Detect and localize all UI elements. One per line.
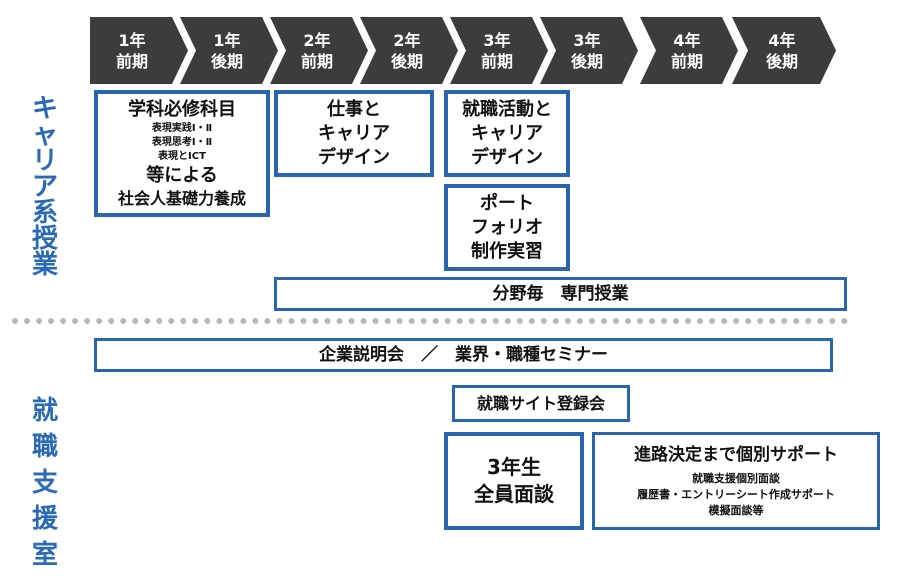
timeline-step-5: 3年前期 [450, 17, 548, 84]
individual-support-box: 進路決定まで個別サポート 就職支援個別面談 履歴書・エントリーシート作成サポート… [592, 432, 880, 530]
timeline-year: 3年 [483, 30, 511, 50]
timeline-step-1: 1年前期 [90, 17, 188, 84]
timeline-year: 1年 [118, 30, 146, 50]
individual-support-title: 進路決定まで個別サポート [634, 445, 838, 465]
section-char: 業 [32, 250, 59, 280]
timeline-step-7: 4年前期 [640, 17, 738, 84]
chevron-shape [360, 17, 458, 84]
subject-item: 表現実践Ⅰ・Ⅱ [151, 122, 213, 134]
chevron-shape [90, 17, 188, 84]
timeline-year: 4年 [768, 30, 796, 50]
timeline-step-3: 2年前期 [270, 17, 368, 84]
timeline-term: 後期 [210, 51, 243, 71]
box-line: 全員面談 [474, 482, 554, 506]
section-char: ア [32, 172, 59, 202]
box-line: キャリア [318, 122, 390, 144]
required-courses-goal: 社会人基礎力養成 [117, 188, 246, 208]
section-char: 就 [32, 396, 59, 426]
job-site-registration-box: 就職サイト登録会 [452, 385, 630, 422]
timeline-term: 前期 [480, 51, 513, 71]
box-line: 3年生 [487, 455, 541, 479]
chevron-shape [732, 17, 836, 84]
box-line: 仕事と [327, 98, 381, 120]
timeline-step-2: 1年後期 [180, 17, 278, 84]
section-label-career: キ ャ リ ア 系 授 業 [32, 96, 58, 278]
support-item: 模擬面談等 [708, 504, 764, 517]
chevron-shape [270, 17, 368, 84]
chevron-shape [450, 17, 548, 84]
timeline-step-8: 4年後期 [732, 17, 836, 84]
timeline-term: 後期 [390, 51, 423, 71]
section-divider [12, 318, 848, 324]
box-line: ポート [480, 192, 534, 214]
required-courses-tail: 等による [146, 164, 218, 186]
box-label: 分野毎 専門授業 [492, 284, 629, 304]
section-char: 系 [32, 198, 59, 228]
section-char: 援 [32, 504, 59, 534]
timeline-year: 1年 [213, 30, 241, 50]
subject-item: 表現思考Ⅰ・Ⅱ [151, 136, 213, 148]
company-seminar-box: 企業説明会 ／ 業界・職種セミナー [94, 338, 833, 372]
box-label: 企業説明会 ／ 業界・職種セミナー [319, 345, 608, 365]
subject-item: 表現とICT [158, 150, 206, 162]
timeline-term: 後期 [765, 51, 798, 71]
term-timeline: 1年前期 1年後期 2年前期 2年後期 3年前期 3年後期 4年前期 4年後期 [0, 0, 900, 90]
timeline-year: 2年 [303, 30, 331, 50]
box-line: 就職活動と [462, 98, 552, 120]
timeline-step-4: 2年後期 [360, 17, 458, 84]
timeline-term: 前期 [300, 51, 333, 71]
timeline-year: 3年 [573, 30, 601, 50]
box-line: キャリア [471, 122, 543, 144]
section-char: 授 [32, 224, 59, 254]
third-year-interview-box: 3年生 全員面談 [444, 432, 584, 530]
box-line: デザイン [471, 146, 543, 168]
timeline-term: 前期 [670, 51, 703, 71]
major-specialized-courses-box: 分野毎 専門授業 [274, 277, 847, 311]
job-hunting-career-design-box: 就職活動と キャリア デザイン [444, 90, 570, 177]
section-char: キ [32, 94, 59, 124]
required-courses-title: 学科必修科目 [128, 98, 236, 120]
timeline-year: 4年 [673, 30, 701, 50]
timeline-term: 後期 [570, 51, 603, 71]
box-line: フォリオ [471, 216, 543, 238]
required-courses-box: 学科必修科目 表現実践Ⅰ・Ⅱ 表現思考Ⅰ・Ⅱ 表現とICT 等による 社会人基礎… [94, 90, 270, 217]
portfolio-practicum-box: ポート フォリオ 制作実習 [444, 184, 570, 271]
section-char: 支 [32, 468, 59, 498]
box-label: 就職サイト登録会 [476, 393, 605, 413]
timeline-term: 前期 [115, 51, 148, 71]
section-char: ャ [32, 120, 59, 150]
section-char: 室 [32, 540, 59, 570]
timeline-step-6: 3年後期 [540, 17, 638, 84]
section-label-support: 就 職 支 援 室 [32, 398, 58, 568]
support-item: 履歴書・エントリーシート作成サポート [637, 488, 835, 501]
box-line: 制作実習 [471, 240, 543, 262]
chevron-shape [640, 17, 738, 84]
chevron-shape [540, 17, 638, 84]
chevron-shape [180, 17, 278, 84]
work-career-design-box: 仕事と キャリア デザイン [274, 90, 434, 177]
support-item: 就職支援個別面談 [692, 472, 780, 485]
section-char: リ [32, 146, 59, 176]
timeline-year: 2年 [393, 30, 421, 50]
section-char: 職 [32, 432, 59, 462]
box-line: デザイン [318, 146, 390, 168]
